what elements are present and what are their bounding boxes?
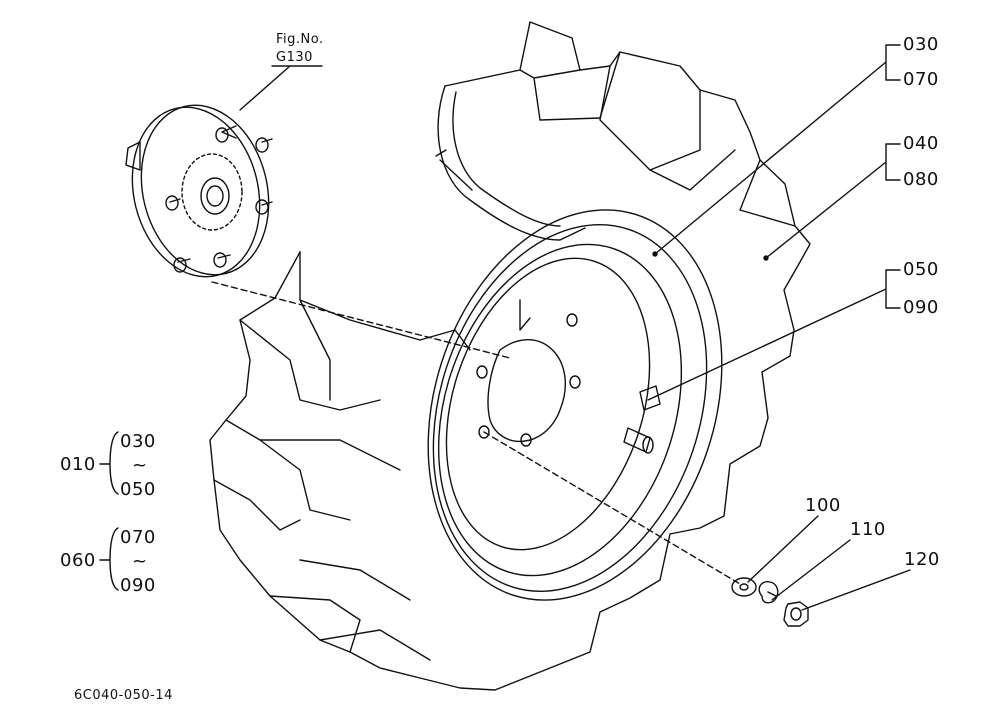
callout-100: 100 bbox=[805, 495, 841, 516]
group-060-sep: ~ bbox=[132, 551, 148, 572]
callout-leaders bbox=[647, 44, 911, 611]
group-010-sep: ~ bbox=[132, 455, 148, 476]
tire-part bbox=[209, 21, 811, 691]
wheel-rim-part bbox=[427, 209, 723, 601]
callout-030: 030 bbox=[903, 34, 939, 55]
callout-050: 050 bbox=[903, 259, 939, 280]
group-060-to: 090 bbox=[120, 575, 156, 596]
fastener-parts bbox=[483, 431, 809, 627]
group-010-id: 010 bbox=[60, 454, 96, 475]
callout-090: 090 bbox=[903, 297, 939, 318]
group-060-id: 060 bbox=[60, 550, 96, 571]
figure-reference-leader bbox=[239, 65, 323, 111]
callout-080: 080 bbox=[903, 169, 939, 190]
group-060-from: 070 bbox=[120, 527, 156, 548]
callout-040: 040 bbox=[903, 133, 939, 154]
fig-no-label: Fig.No. bbox=[276, 32, 324, 47]
drawing-number: 6C040-050-14 bbox=[74, 688, 173, 703]
callout-120: 120 bbox=[904, 549, 940, 570]
group-010-from: 030 bbox=[120, 431, 156, 452]
group-brackets bbox=[99, 431, 119, 591]
group-010-to: 050 bbox=[120, 479, 156, 500]
fig-no-value: G130 bbox=[276, 50, 313, 65]
callout-070: 070 bbox=[903, 69, 939, 90]
hub-flange-part bbox=[125, 104, 511, 359]
callout-110: 110 bbox=[850, 519, 886, 540]
